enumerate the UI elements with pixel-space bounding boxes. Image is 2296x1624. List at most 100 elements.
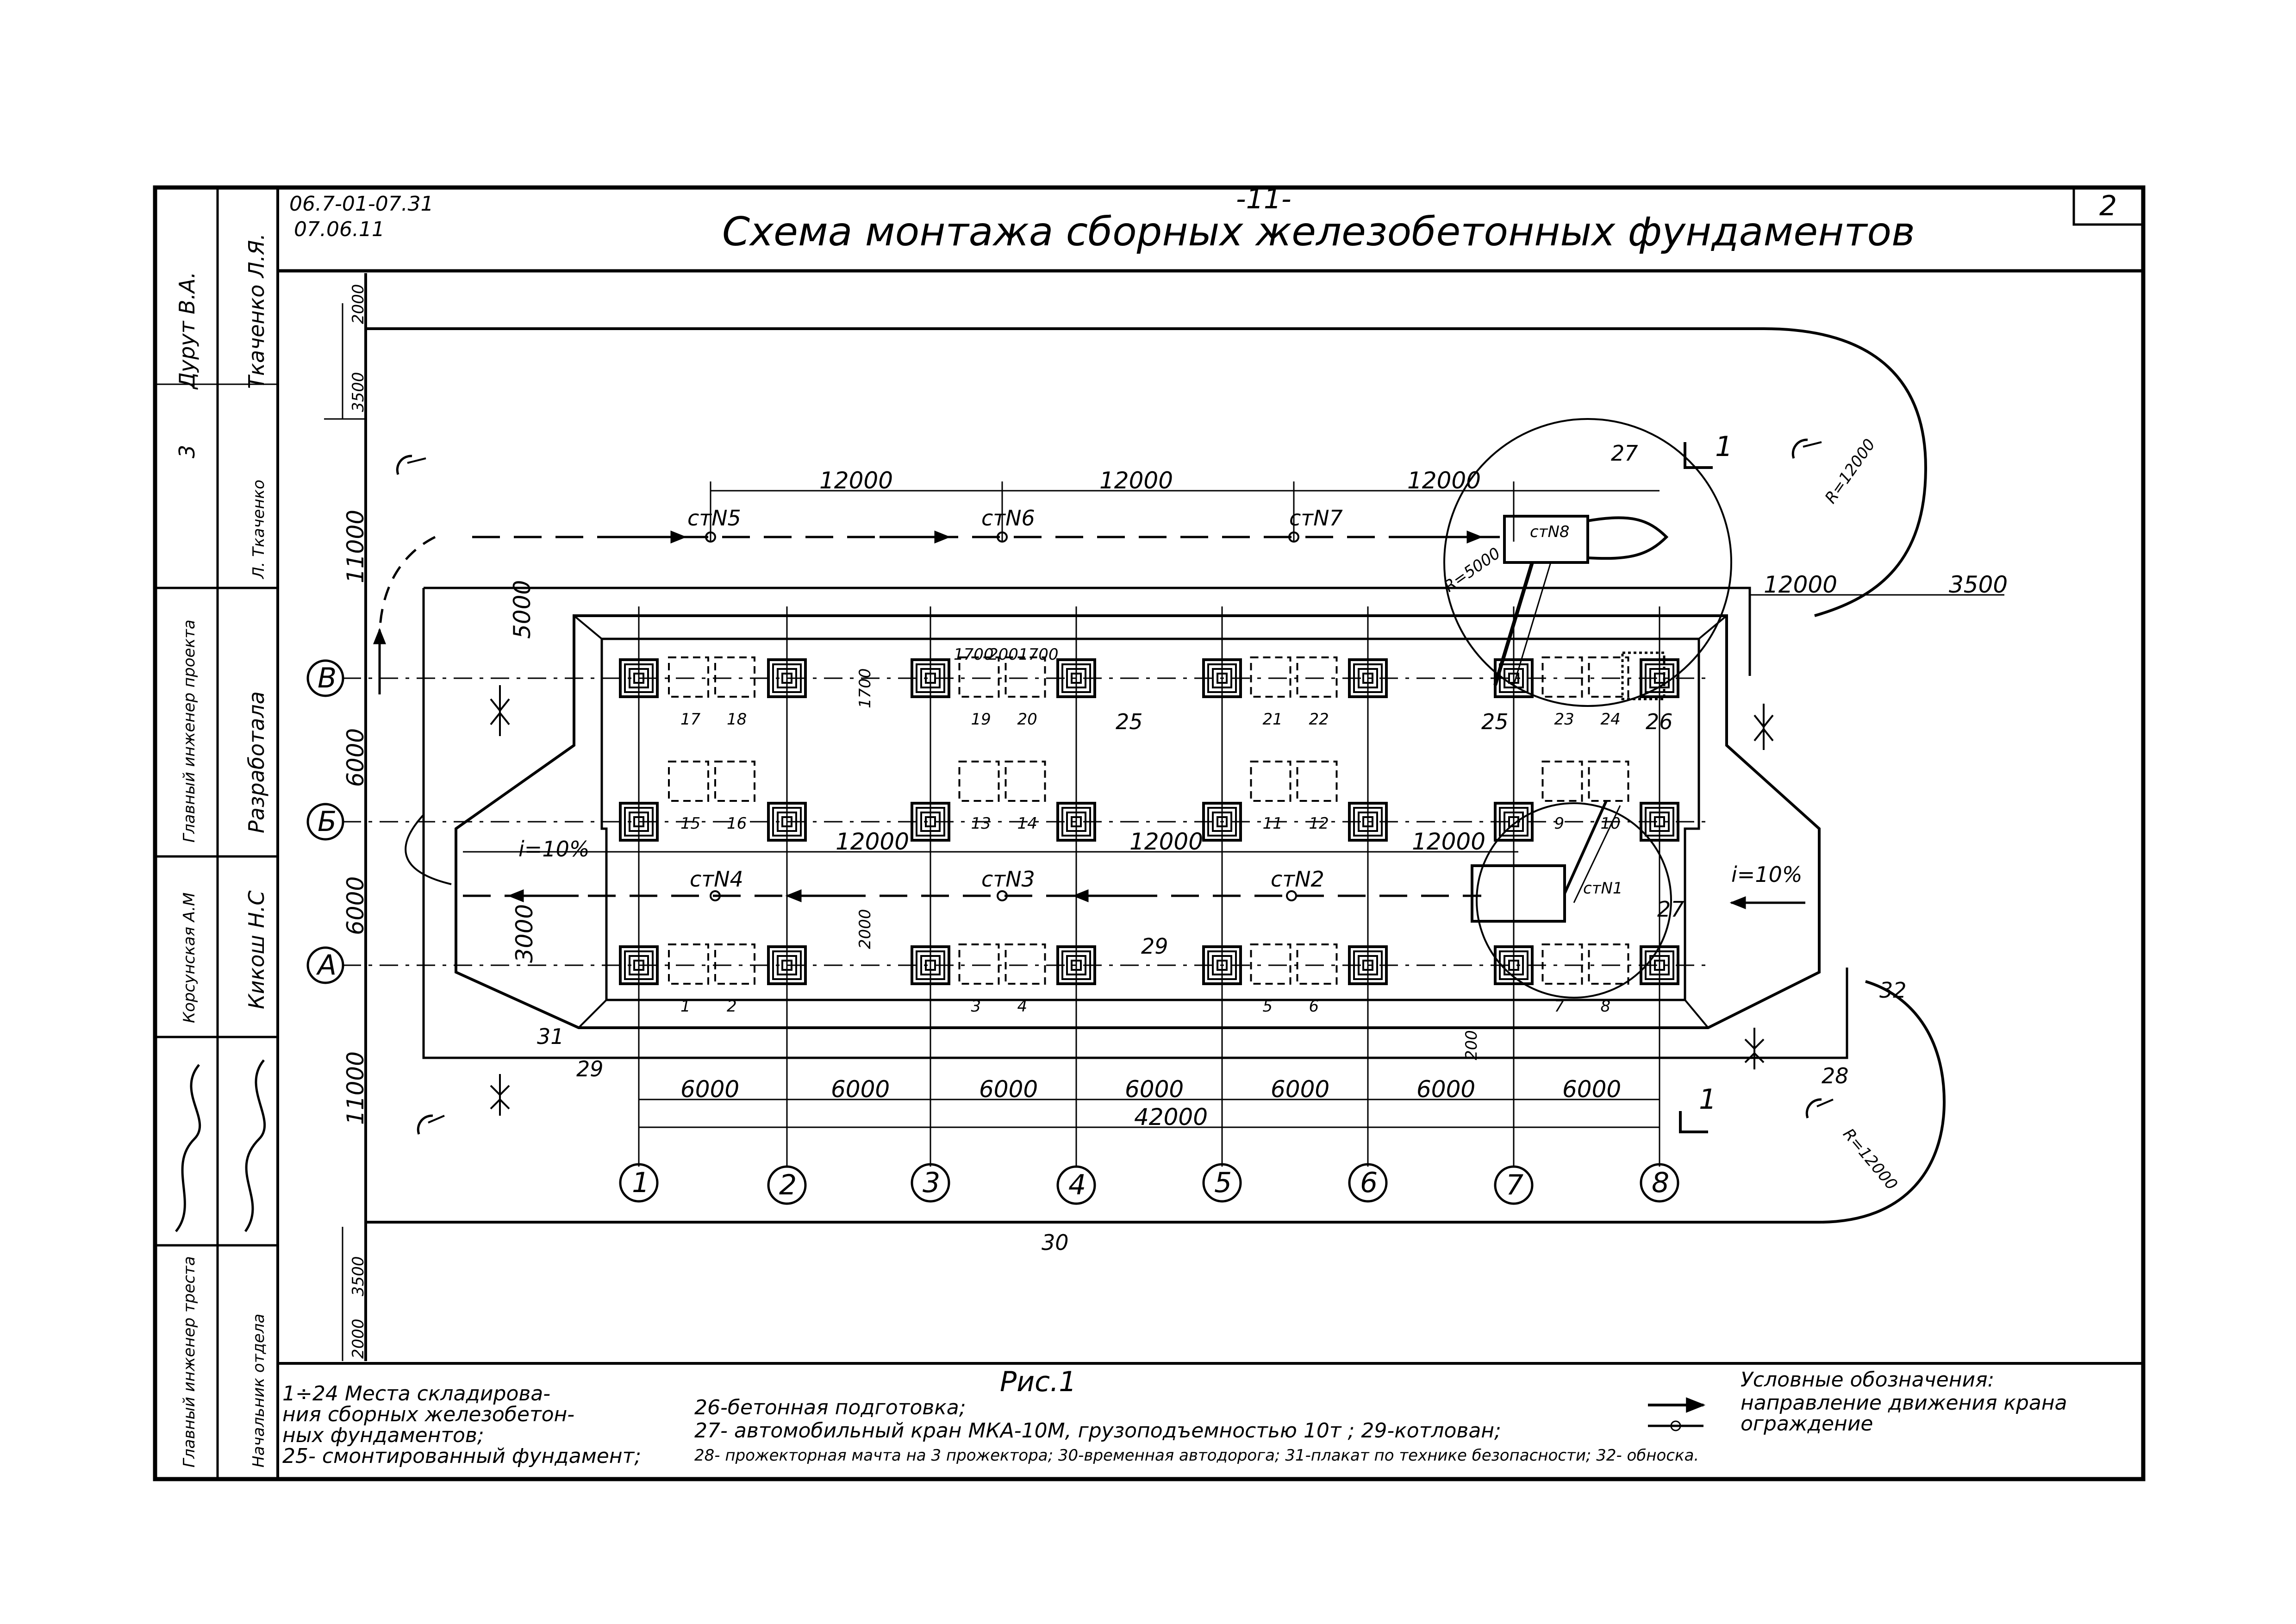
storage-place: 17 [668, 656, 709, 729]
stamp-signature-mark: 3 [175, 445, 200, 458]
stamp-name-durut: Дурут В.А. [175, 272, 200, 390]
crane-icon-upper [1493, 515, 1669, 686]
row-label: В [318, 662, 337, 694]
storage-place: 1 [668, 943, 709, 1016]
legend-fence: ограждение [1741, 1412, 1873, 1436]
left-dim: 3500 [349, 1256, 368, 1296]
detail-1700-row-dim: 1700 [954, 645, 994, 664]
legend-mast: 28- прожекторная мачта на 3 прожектора; … [694, 1446, 1699, 1465]
left-dim: 3000 [511, 904, 538, 963]
stamp-role-chief-engineer-trust: Главный инженер треста [180, 1256, 199, 1468]
column-label: 4 [1068, 1169, 1086, 1201]
storage-place-label: 4 [1017, 997, 1028, 1016]
legend-mounted: 25- смонтированный фундамент; [282, 1444, 641, 1468]
stamp-name-tkachenko: Ткаченко Л.Я. [244, 233, 269, 389]
mounted-foundation-marker: 25 [1116, 709, 1143, 734]
foundation-block [619, 945, 659, 985]
bottom-span-dim: 6000 [831, 1076, 890, 1103]
batter-marker: 32 [1879, 978, 1907, 1003]
concrete-marker: 26 [1646, 709, 1673, 734]
crane-icon-lower [1471, 800, 1621, 923]
storage-place-label: 23 [1554, 710, 1574, 729]
pit-marker: 29 [1141, 934, 1168, 959]
left-dim: 6000 [342, 728, 369, 787]
row-label: А [316, 949, 337, 981]
safety-poster-icon [490, 685, 1774, 1116]
storage-place: 8 [1588, 943, 1629, 1016]
station-label: стN5 [687, 506, 741, 531]
left-dim: 11000 [342, 510, 369, 583]
section-marker: 1 [1699, 1083, 1716, 1116]
storage-place: 18 [714, 656, 755, 729]
storage-place-label: 6 [1309, 997, 1319, 1016]
storage-place: 2 [714, 943, 755, 1016]
slope-right: i=10% [1731, 862, 1803, 887]
legend-fence-post [1670, 1420, 1681, 1431]
storage-place-label: 20 [1017, 710, 1037, 729]
mounted-foundation-marker: 25 [1481, 709, 1509, 734]
station-label: стN7 [1289, 506, 1343, 531]
storage-place: 12 [1296, 761, 1338, 833]
detail-1700-dim: 1700 [856, 668, 874, 708]
column-markers: 1 2 3 4 5 6 7 8 [619, 1163, 1679, 1205]
mid-span-dim: 12000 [1412, 828, 1485, 855]
crane-reach-upper [1443, 418, 1732, 707]
storage-place: 20 [1004, 656, 1046, 729]
foundation-block [1202, 945, 1242, 985]
storage-place-label: 15 [680, 814, 700, 833]
legend-title: Условные обозначения: [1741, 1368, 1994, 1392]
storage-place-label: 14 [1017, 814, 1037, 833]
floodlight-mast-icon [396, 438, 1834, 1135]
column-label: 2 [779, 1169, 797, 1201]
bottom-span-dim: 6000 [1271, 1076, 1329, 1103]
storage-place: 21 [1250, 656, 1292, 729]
stamp-signature-1 [175, 1064, 201, 1232]
grid-columns [638, 606, 1660, 1167]
sheet-title: Схема монтажа сборных железобетонных фун… [722, 209, 1915, 255]
foundation-block [1494, 945, 1534, 985]
storage-place: 14 [1004, 761, 1046, 833]
foundation-block [767, 802, 807, 842]
foundation-block [911, 802, 950, 842]
left-dim: 11000 [342, 1051, 369, 1125]
legend-crane-direction: направление движения крана [1741, 1391, 2067, 1415]
storage-place: 19 [958, 656, 1000, 729]
foundation-block [911, 658, 950, 698]
left-dim: 5000 [509, 580, 536, 639]
storage-place-label: 16 [727, 814, 747, 833]
storage-place-label: 19 [971, 710, 991, 729]
stamp-signature-2 [244, 1059, 266, 1232]
stamp-signature-tkachenko: Л. Ткаченко [250, 480, 268, 580]
fence-outline [405, 587, 1848, 1059]
storage-place: 16 [714, 761, 755, 833]
row-markers: В Б А [306, 659, 344, 984]
column-label: 8 [1652, 1167, 1669, 1199]
column-label: 1 [632, 1167, 649, 1199]
foundation-block [767, 658, 807, 698]
storage-place: 6 [1296, 943, 1338, 1016]
storage-place-label: 8 [1601, 997, 1611, 1016]
storage-place-label: 22 [1309, 710, 1329, 729]
foundations-layer [619, 658, 1679, 985]
pit-marker: 29 [576, 1056, 604, 1081]
storage-place: 3 [958, 943, 1000, 1016]
stations: стN5 стN6 стN7 стN8 стN4 стN3 стN2 стN1 [687, 506, 1623, 901]
detail-200-dim: 200 [1462, 1030, 1481, 1060]
mid-span-dim: 12000 [836, 828, 909, 855]
storage-place-label: 9 [1554, 814, 1565, 833]
column-label: 5 [1214, 1167, 1232, 1199]
mast-marker: 28 [1822, 1063, 1849, 1088]
storage-place-label: 21 [1263, 710, 1283, 729]
left-dim: 2000 [349, 284, 368, 324]
concrete-preparation [1621, 651, 1666, 700]
storage-place: 7 [1541, 943, 1583, 1016]
station-label: стN6 [981, 506, 1035, 531]
crane-path-middle [463, 889, 1805, 909]
detail-1700-row-dim: 1700 [1018, 645, 1059, 664]
detail-1700-row-dim: 200 [988, 645, 1018, 664]
top-span-dim: 12000 [1099, 467, 1173, 494]
storage-place: 24 [1588, 656, 1629, 729]
top-span-dim: 12000 [1407, 467, 1481, 494]
legend-storage-3: ных фундаментов; [282, 1424, 484, 1447]
